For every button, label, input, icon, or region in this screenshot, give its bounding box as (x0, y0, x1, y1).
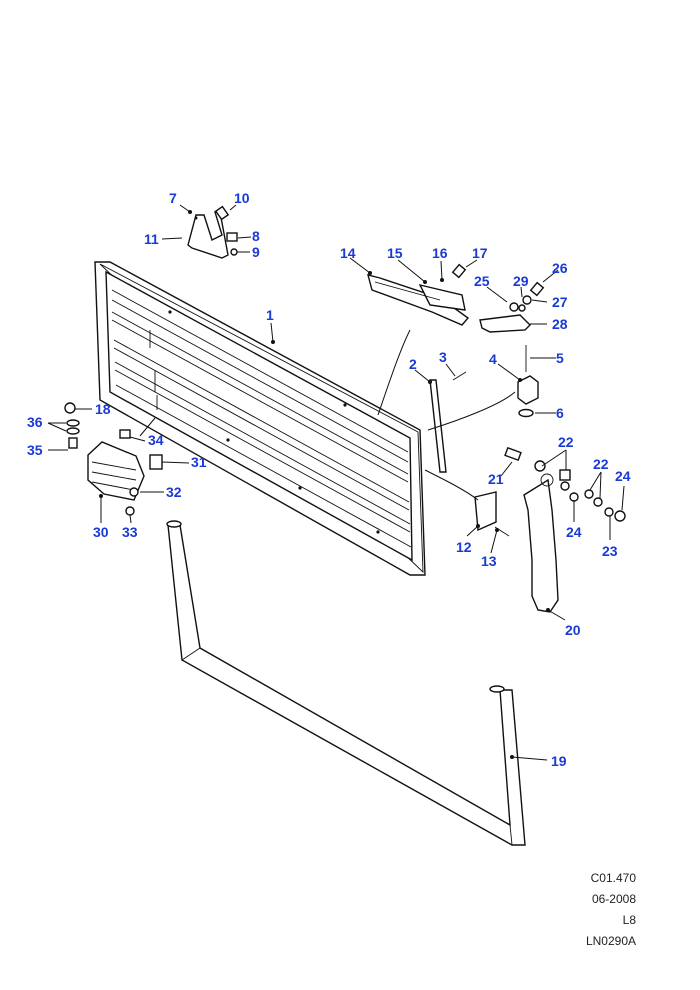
buffer-block (517, 345, 539, 418)
check-strap (523, 473, 559, 613)
tailboard-panel (94, 261, 426, 576)
callout-31: 31 (191, 454, 207, 470)
callout-5: 5 (556, 350, 564, 366)
mount-plate (474, 491, 497, 532)
callout-20: 20 (565, 622, 581, 638)
lamp-housing (87, 441, 145, 501)
callout-22b: 22 (593, 456, 609, 472)
callout-22a: 22 (558, 434, 574, 450)
callout-6: 6 (556, 405, 564, 421)
callout-24b: 24 (615, 468, 631, 484)
callout-23: 23 (602, 543, 618, 559)
callout-34: 34 (148, 432, 164, 448)
callout-25: 25 (474, 273, 490, 289)
callout-30: 30 (93, 524, 109, 540)
callout-27: 27 (552, 294, 568, 310)
callout-17: 17 (472, 245, 488, 261)
strip-bracket (429, 379, 447, 473)
callout-7: 7 (169, 190, 177, 206)
footer-date: 06-2008 (591, 892, 636, 906)
callout-24a: 24 (566, 524, 582, 540)
leader-lines (47, 204, 625, 761)
callout-36: 36 (27, 414, 43, 430)
callout-12: 12 (456, 539, 472, 555)
footer-ref: C01.470 (590, 871, 636, 885)
callout-29: 29 (513, 273, 529, 289)
callout-16: 16 (432, 245, 448, 261)
latch-assembly (367, 274, 470, 326)
callouts: 1 2 3 4 5 6 7 8 9 10 11 12 13 14 15 16 1… (27, 190, 631, 769)
callout-26: 26 (552, 260, 568, 276)
hinge-bracket (479, 314, 531, 333)
callout-13: 13 (481, 553, 497, 569)
callout-3: 3 (439, 349, 447, 365)
callout-21: 21 (488, 471, 504, 487)
callout-2: 2 (409, 356, 417, 372)
callout-1: 1 (266, 307, 274, 323)
callout-9: 9 (252, 244, 260, 260)
mount-bracket (187, 211, 229, 259)
callout-32: 32 (166, 484, 182, 500)
callout-10: 10 (234, 190, 250, 206)
callout-35: 35 (27, 442, 43, 458)
callout-8: 8 (252, 228, 260, 244)
callout-4: 4 (489, 351, 497, 367)
callout-33: 33 (122, 524, 138, 540)
callout-28: 28 (552, 316, 568, 332)
footer-illustration: LN0290A (585, 934, 636, 948)
callout-14: 14 (340, 245, 356, 261)
callout-11: 11 (144, 231, 159, 247)
leader-dots (99, 210, 550, 759)
callout-19: 19 (551, 753, 567, 769)
tube-frame (166, 520, 526, 846)
callout-18: 18 (95, 401, 111, 417)
callout-15: 15 (387, 245, 403, 261)
footer-code: L8 (622, 913, 636, 927)
